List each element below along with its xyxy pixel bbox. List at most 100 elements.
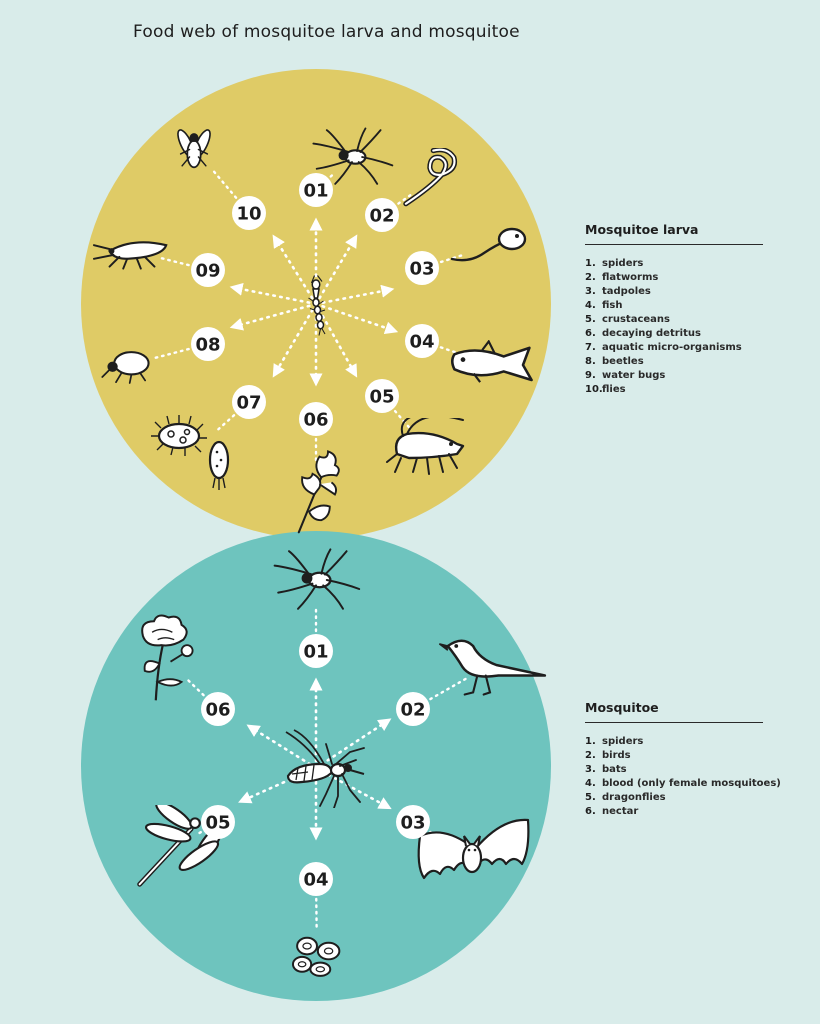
larva-badge-04: 04 [405,324,439,358]
larva-arrow-09 [229,282,318,306]
larva-badge-label: 01 [303,181,328,202]
mosquito-badge-label: 05 [205,813,230,834]
legend-item-number: 8. [585,356,596,367]
larva-legend: Mosquitoe larva 1. spiders 2. flatworms 3. ta… [585,222,763,397]
legend-item-number: 4. [585,778,596,789]
legend-item-number: 1. [585,258,596,269]
legend-item-number: 10. [585,384,603,395]
larva-legend-heading: Mosquitoe larva [585,222,763,245]
legend-item-text: aquatic micro-organisms [602,342,742,353]
larva-badge-08: 08 [191,327,225,361]
larva-badge-06: 06 [299,402,333,436]
larva-badge-label: 02 [369,206,394,227]
legend-item-number: 5. [585,314,596,325]
legend-item-number: 1. [585,736,596,747]
legend-item-text: blood (only female mosquitoes) [602,778,781,789]
larva-link-09 [158,256,190,267]
legend-item-text: flies [602,384,626,395]
mosquito-legend-item: 2. birds [585,749,763,763]
larva-badge-label: 09 [195,261,220,282]
legend-item-text: fish [602,300,623,311]
larva-legend-item: 6. decaying detritus [585,327,763,341]
larva-arrow-08 [229,302,318,331]
mosquito-badge-label: 06 [205,700,230,721]
larva-arrow-05 [314,302,358,378]
larva-arrow-10 [272,234,318,306]
mosquito-badge-label: 02 [400,700,425,721]
larva-web: 01 02 03 04 05 06 07 08 09 10 [92,126,533,534]
mosquito-badge-03: 03 [396,805,430,839]
larva-badge-01: 01 [299,173,333,207]
larva-badge-02: 02 [365,198,399,232]
legend-item-number: 5. [585,792,596,803]
mosquito-badge-02: 02 [396,692,430,726]
legend-item-text: spiders [602,258,644,269]
legend-item-text: crustaceans [602,314,670,325]
mosquito-legend-item: 5. dragonflies [585,791,763,805]
larva-link-04 [439,346,468,358]
legend-item-number: 9. [585,370,596,381]
mosquito-arrow-06 [246,724,318,770]
larva-link-01 [329,173,334,178]
larva-arrow-04 [314,302,399,335]
mosquito-badge-06: 06 [201,692,235,726]
mosquito-badge-label: 04 [303,870,328,891]
larva-legend-item: 2. flatworms [585,271,763,285]
mosquito-legend-item: 1.spiders [585,735,763,749]
larva-badge-label: 07 [236,393,261,414]
mosquito-badge-01: 01 [299,634,333,668]
larva-link-10 [210,168,238,199]
mosquito-legend-item: 3. bats [585,763,763,777]
legend-item-number: 6. [585,806,596,817]
legend-item-number: 2. [585,750,596,761]
mosquito-arrow-02 [314,718,392,770]
mosquito-badge-04: 04 [299,862,333,896]
legend-item-text: flatworms [602,272,659,283]
legend-item-number: 3. [585,764,596,775]
diagram-title: Food web of mosquitoe larva and mosquito… [133,22,520,42]
mosquito-legend-item: 4. blood (only female mosquitoes) [585,777,781,791]
mosquito-badge-label: 03 [400,813,425,834]
legend-item-number: 7. [585,342,596,353]
mosquito-legend-heading: Mosquitoe [585,700,763,723]
legend-item-number: 3. [585,286,596,297]
legend-item-text: tadpoles [602,286,651,297]
larva-badge-label: 10 [236,204,261,225]
larva-badge-label: 05 [369,387,394,408]
mosquito-link-06 [183,676,205,697]
larva-arrow-03 [314,284,395,306]
larva-arrow-07 [272,302,318,378]
larva-badge-label: 08 [195,335,220,356]
larva-badge-label: 04 [409,332,434,353]
mosquito-link-02 [429,677,467,701]
larva-badge-10: 10 [232,196,266,230]
larva-legend-item: 10.flies [585,383,763,397]
legend-item-number: 2. [585,272,596,283]
larva-legend-item: 7. aquatic micro-organisms [585,341,763,355]
legend-item-text: decaying detritus [602,328,701,339]
larva-badge-05: 05 [365,379,399,413]
mosquito-badge-05: 05 [201,805,235,839]
legend-item-number: 4. [585,300,596,311]
legend-item-text: bats [602,764,627,775]
larva-legend-item: 3. tadpoles [585,285,763,299]
larva-badge-09: 09 [191,253,225,287]
larva-legend-item: 5. crustaceans [585,313,763,327]
mosquito-badge-label: 01 [303,642,328,663]
legend-item-text: nectar [602,806,639,817]
larva-arrow-02 [314,234,358,306]
larva-link-08 [153,347,190,360]
mosquito-web: 01 02 03 04 05 06 [140,548,547,977]
larva-badge-label: 03 [409,259,434,280]
legend-item-text: beetles [602,356,644,367]
legend-item-number: 6. [585,328,596,339]
larva-legend-list: 1. spiders 2. flatworms 3. tadpoles 4. fish 5. cr… [585,257,763,397]
legend-item-text: dragonflies [602,792,666,803]
larva-link-02 [397,192,414,205]
legend-item-text: birds [602,750,631,761]
mosquito-legend-item: 6. nectar [585,805,763,819]
larva-legend-item: 4. fish [585,299,763,313]
